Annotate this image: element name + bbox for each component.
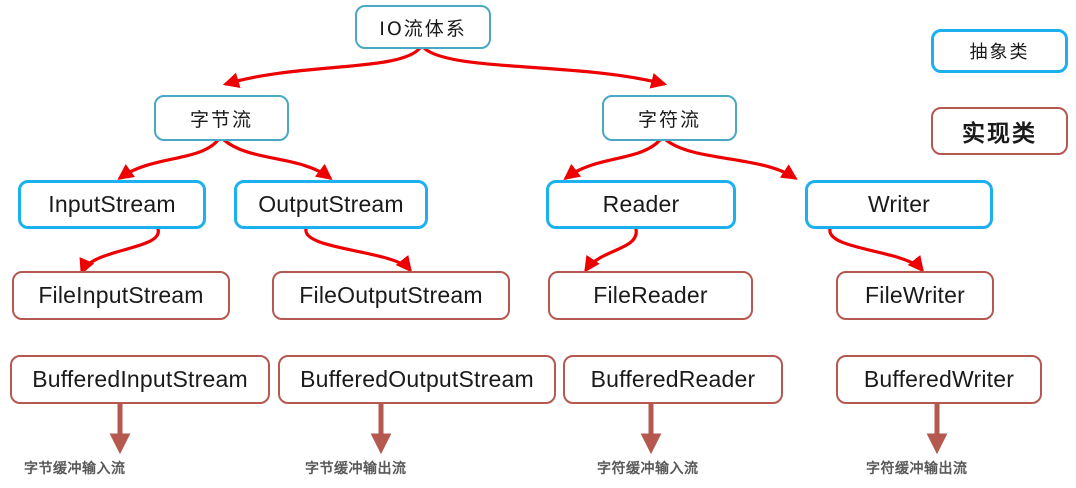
edge-output-to-file-output: [304, 227, 413, 273]
node-file-reader[interactable]: FileReader: [548, 271, 753, 320]
edge-byte-to-input-stream: [117, 138, 220, 180]
edge-reader-to-file-reader: [584, 227, 638, 273]
edge-char-to-writer: [664, 138, 798, 180]
edge-byte-to-output-stream: [222, 138, 333, 180]
node-file-input-stream[interactable]: FileInputStream: [12, 271, 230, 320]
node-byte-stream[interactable]: 字节流: [154, 95, 289, 141]
legend-implementation-class[interactable]: 实现类: [931, 107, 1068, 155]
node-root[interactable]: IO流体系: [355, 5, 491, 49]
node-file-output-stream[interactable]: FileOutputStream: [272, 271, 510, 320]
caption-char-buffered-output: 字符缓冲输出流: [866, 461, 968, 477]
edge-root-to-byte-stream: [222, 46, 422, 89]
edge-writer-to-file-writer: [828, 227, 925, 273]
node-buffered-writer[interactable]: BufferedWriter: [836, 355, 1042, 404]
node-buffered-input-stream[interactable]: BufferedInputStream: [10, 355, 270, 404]
node-reader[interactable]: Reader: [546, 180, 736, 229]
caption-byte-buffered-output: 字节缓冲输出流: [305, 461, 407, 477]
node-char-stream[interactable]: 字符流: [602, 95, 737, 141]
caption-char-buffered-input: 字符缓冲输入流: [597, 461, 699, 477]
edge-root-to-char-stream: [422, 46, 668, 89]
edge-input-to-file-input: [79, 227, 160, 275]
legend-abstract-class[interactable]: 抽象类: [931, 29, 1068, 73]
node-buffered-reader[interactable]: BufferedReader: [563, 355, 783, 404]
edge-char-to-reader: [563, 138, 662, 180]
node-buffered-output-stream[interactable]: BufferedOutputStream: [278, 355, 556, 404]
node-output-stream[interactable]: OutputStream: [234, 180, 428, 229]
node-file-writer[interactable]: FileWriter: [836, 271, 994, 320]
node-input-stream[interactable]: InputStream: [18, 180, 206, 229]
caption-byte-buffered-input: 字节缓冲输入流: [24, 461, 126, 477]
node-writer[interactable]: Writer: [805, 180, 993, 229]
